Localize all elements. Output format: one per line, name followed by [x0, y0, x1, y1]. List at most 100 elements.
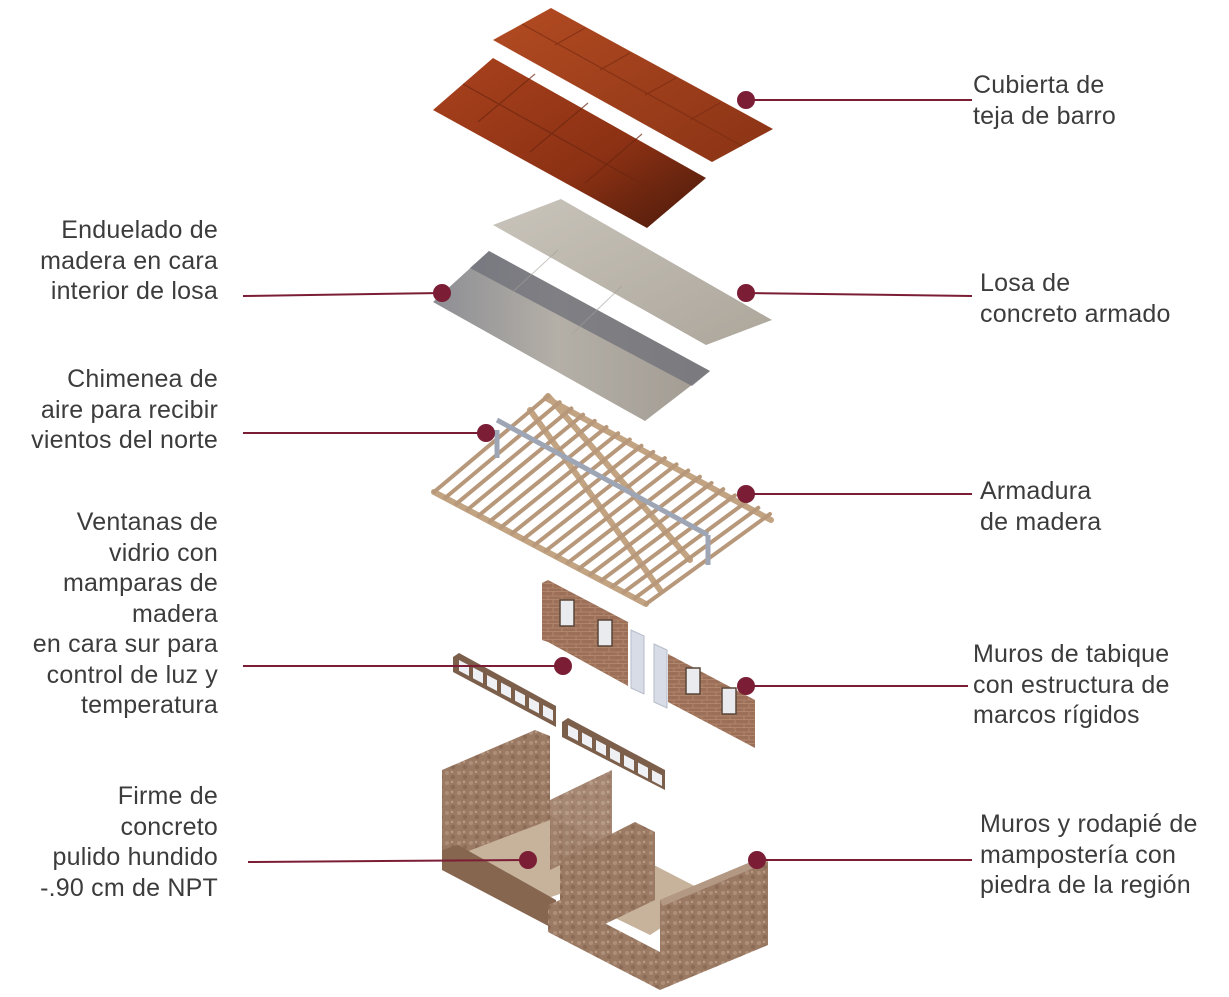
rafter: [454, 406, 574, 506]
window-pane: [473, 667, 483, 684]
clay-tile-roof: [433, 8, 773, 228]
window-pane: [459, 660, 469, 676]
rafter: [599, 487, 726, 583]
label-line: aire para recibir: [40, 395, 218, 424]
label-line: Losa de: [980, 269, 1071, 297]
rafter: [443, 400, 562, 500]
glass-panel-1: [630, 629, 645, 695]
rafter-group: [432, 394, 772, 606]
stone-wall-back-left: [442, 730, 550, 855]
label-line: teja de barro: [973, 101, 1116, 130]
rafter: [554, 462, 679, 559]
label-line: temperatura: [81, 691, 218, 719]
label-windows: Ventanas de vidrio con mamparas de mader…: [33, 507, 218, 721]
rafter: [510, 437, 632, 536]
rafter: [432, 394, 550, 494]
brick-wall-right: [668, 654, 755, 748]
window-strips: [453, 653, 665, 790]
label-line: interior de losa: [50, 277, 218, 305]
label-line: Muros y rodapié de: [980, 810, 1198, 838]
label-wood-ceiling: Enduelado de madera en cara interior de …: [40, 215, 218, 307]
label-line: de madera: [980, 507, 1102, 536]
label-line: piedra de la región: [980, 871, 1191, 899]
glass-panel-2: [653, 643, 668, 709]
label-line: Chimenea de: [67, 365, 218, 393]
label-line: concreto armado: [980, 299, 1171, 328]
rafter: [588, 480, 714, 577]
label-clay-tile-roof: Cubierta de teja de barro: [973, 70, 1116, 131]
leader-partition-walls-dot: [737, 677, 755, 695]
label-air-chimney: Chimenea de aire para recibir vientos de…: [31, 364, 218, 456]
rafter: [632, 505, 761, 601]
leader-air-chimney-dot: [477, 424, 495, 442]
label-partition-walls: Muros de tabique con estructura de marco…: [973, 639, 1170, 731]
label-line: Enduelado de: [61, 216, 218, 244]
label-line: en cara sur para: [32, 630, 218, 658]
label-line: mamparas de: [62, 569, 218, 597]
leader-clay-tile-roof-dot: [737, 91, 755, 109]
window-pane-group: [459, 660, 662, 786]
rafter: [476, 418, 597, 518]
label-concrete-slab: Losa de concreto armado: [980, 268, 1171, 329]
leader-wood-truss-dot: [737, 485, 755, 503]
ceiling-underside-panel: [433, 251, 710, 421]
concrete-slab-panel: [493, 199, 772, 345]
window-pane: [610, 747, 620, 764]
stone-wall-right-end: [660, 856, 768, 990]
label-line: vientos del norte: [31, 426, 218, 454]
rafter: [577, 474, 702, 571]
label-line: Firme de: [117, 782, 218, 810]
label-line: pulido hundido: [52, 843, 218, 871]
leader-wood-ceiling-dot: [433, 284, 451, 302]
window-pane: [596, 740, 606, 756]
timber-truss: [431, 393, 774, 607]
label-line: madera: [132, 599, 218, 628]
leader-dots: [433, 91, 766, 869]
label-sunken-floor: Firme de concreto pulido hundido -.90 cm…: [40, 781, 218, 903]
rafter: [465, 412, 586, 512]
label-line: mampostería con: [980, 840, 1177, 869]
label-line: control de luz y: [46, 660, 218, 689]
rafter: [521, 443, 644, 542]
rafter: [532, 449, 656, 548]
rafter: [621, 499, 749, 595]
stone-wall-front-left: [442, 845, 556, 930]
leader-lines: [242, 99, 973, 863]
window-pane: [487, 675, 497, 691]
label-line: con estructura de: [973, 670, 1170, 699]
window-pane: [582, 732, 592, 749]
rafter: [487, 425, 609, 524]
leader-concrete-slab-dot: [737, 284, 755, 302]
label-wood-truss: Armadura de madera: [980, 476, 1101, 537]
leader-wood-ceiling-line: [242, 292, 443, 297]
stone-wall-middle: [560, 822, 655, 935]
rafter: [610, 493, 737, 589]
brick-wall-left: [542, 580, 628, 686]
stone-wall-front: [548, 900, 660, 990]
label-line: Cubierta de: [973, 71, 1105, 99]
label-line: -.90 cm de NPT: [40, 873, 218, 902]
rafter: [498, 431, 621, 530]
label-line: Ventanas de: [76, 508, 218, 536]
leader-concrete-slab-line: [745, 292, 973, 297]
window-pane: [638, 762, 648, 779]
label-line: madera en cara: [40, 246, 218, 275]
rafter: [565, 468, 691, 565]
label-line: marcos rígidos: [973, 701, 1140, 729]
stone-masonry-base: [442, 730, 768, 990]
window-pane: [543, 705, 553, 721]
window-pane: [568, 725, 578, 741]
label-stone-walls: Muros y rodapié de mampostería con piedr…: [980, 809, 1198, 901]
label-line: Muros de tabique: [973, 640, 1170, 668]
concrete-slab-assembly: [433, 199, 772, 421]
leader-windows-dot: [554, 657, 572, 675]
rafter: [543, 456, 667, 553]
leader-stone-walls-dot: [748, 851, 766, 869]
window-pane: [652, 770, 662, 786]
window-pane: [515, 690, 525, 706]
label-line: vidrio con: [109, 538, 218, 567]
window-pane: [624, 755, 634, 771]
leader-sunken-floor-dot: [519, 851, 537, 869]
window-pane: [529, 697, 539, 714]
